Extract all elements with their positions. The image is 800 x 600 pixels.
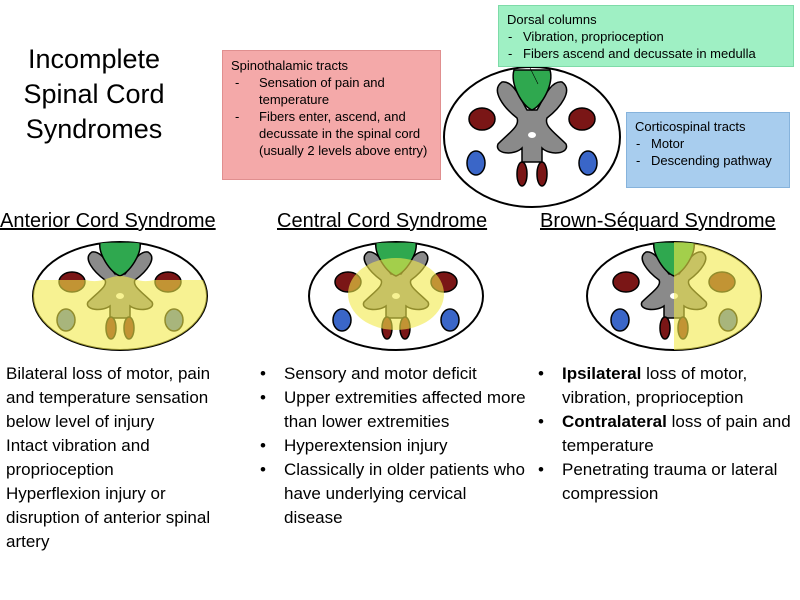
injury-overlay — [674, 242, 761, 350]
brown-bullet: Ipsilateral loss of motor, vibration, pr… — [534, 362, 798, 410]
corticospinal-tract-right — [440, 308, 460, 332]
brown-sequard-heading: Brown-Séquard Syndrome — [540, 210, 776, 232]
dorsal-column — [512, 69, 552, 111]
anterior-bullet: Hyperflexion injury or disruption of ant… — [0, 482, 240, 554]
spinothalamic-item: Fibers enter, ascend, and decussate in t… — [231, 108, 432, 159]
central-cord-heading: Central Cord Syndrome — [277, 210, 488, 232]
brown-bullet-text: loss of motor, vibration, proprioception — [562, 364, 748, 407]
brown-sequard-diagram — [586, 241, 762, 351]
central-canal — [528, 132, 536, 138]
dorsal-item: Vibration, proprioception — [507, 28, 785, 45]
anterior-bullet: Bilateral loss of motor, pain and temper… — [0, 362, 240, 434]
central-bullet: Classically in older patients who have u… — [256, 458, 526, 530]
anterior-tract-left — [659, 316, 671, 340]
spinothalamic-tract-left — [612, 271, 640, 293]
brown-bullet-text: Penetrating trauma or lateral compressio… — [562, 460, 778, 503]
anterior-cord-diagram — [32, 241, 208, 351]
corticospinal-tract-left — [610, 308, 630, 332]
page-title: Incomplete Spinal Cord Syndromes — [0, 42, 188, 147]
corticospinal-tract-left — [332, 308, 352, 332]
corticospinal-tract-left — [466, 150, 486, 176]
brown-bullet-text: loss of pain and temperature — [562, 412, 791, 455]
title-line-1: Incomplete — [27, 44, 161, 74]
brown-bullet-emphasis: Ipsilateral — [562, 364, 642, 383]
dorsal-heading: Dorsal columns — [507, 12, 597, 27]
title-line-2: Spinal Cord — [23, 79, 165, 109]
dorsal-item: Fibers ascend and decussate in medulla — [507, 45, 785, 62]
spinothalamic-heading: Spinothalamic tracts — [231, 58, 349, 73]
anterior-cord-details: Bilateral loss of motor, pain and temper… — [0, 362, 240, 554]
corticospinal-item: Descending pathway — [635, 152, 781, 169]
dorsal-column — [99, 242, 141, 277]
dorsal-columns-info-box: Dorsal columns Vibration, proprioception… — [498, 5, 794, 67]
brown-bullet: Penetrating trauma or lateral compressio… — [534, 458, 798, 506]
central-cord-details: Sensory and motor deficit Upper extremit… — [256, 362, 526, 530]
corticospinal-tract-right — [578, 150, 598, 176]
brown-sequard-details: Ipsilateral loss of motor, vibration, pr… — [534, 362, 798, 506]
anterior-cord-heading: Anterior Cord Syndrome — [0, 210, 216, 232]
reference-cord-diagram — [443, 6, 621, 208]
spinothalamic-item: Sensation of pain and temperature — [231, 74, 432, 108]
central-bullet: Sensory and motor deficit — [256, 362, 526, 386]
corticospinal-heading: Corticospinal tracts — [635, 119, 746, 134]
central-cord-diagram — [308, 241, 484, 351]
brown-bullet: Contralateral loss of pain and temperatu… — [534, 410, 798, 458]
brown-bullet-emphasis: Contralateral — [562, 412, 667, 431]
corticospinal-info-box: Corticospinal tracts Motor Descending pa… — [626, 112, 790, 188]
title-line-3: Syndromes — [25, 114, 163, 144]
central-bullet: Upper extremities affected more than low… — [256, 386, 526, 434]
corticospinal-item: Motor — [635, 135, 781, 152]
anterior-tract-right — [536, 161, 548, 187]
anterior-tract-left — [516, 161, 528, 187]
spinothalamic-tract-left — [468, 107, 496, 131]
injury-overlay — [348, 258, 444, 330]
anterior-bullet: Intact vibration and proprioception — [0, 434, 240, 482]
injury-overlay — [33, 276, 207, 350]
central-bullet: Hyperextension injury — [256, 434, 526, 458]
spinothalamic-tract-right — [568, 107, 596, 131]
spinothalamic-info-box: Spinothalamic tracts Sensation of pain a… — [222, 50, 441, 180]
